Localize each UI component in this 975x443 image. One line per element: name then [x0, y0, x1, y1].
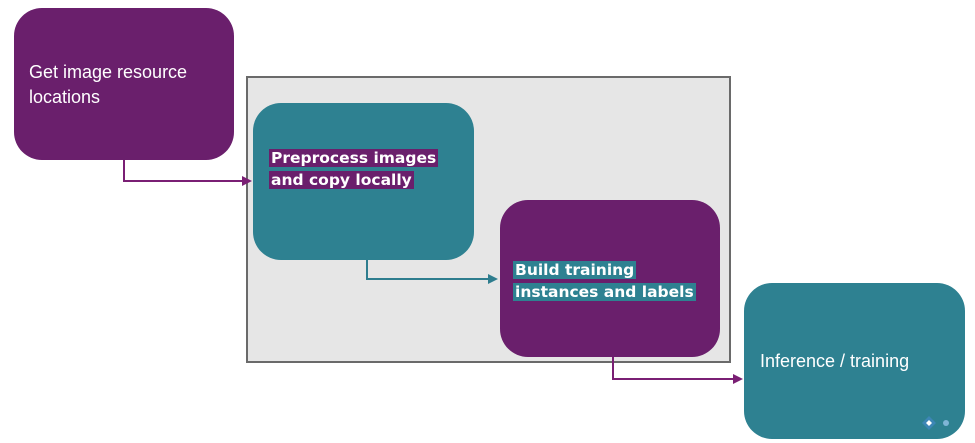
- arrow-locations-to-preprocess: [123, 160, 252, 186]
- corner-logo-icon: [922, 416, 949, 430]
- node-inference-training-label: Inference / training: [760, 351, 910, 371]
- node-preprocess-images-label: Preprocess images and copy locally: [269, 149, 439, 189]
- node-inference-training: Inference / training: [744, 283, 965, 439]
- node-build-training-instances: Build training instances and labels: [500, 200, 720, 357]
- node-get-image-resource-locations: Get image resource locations: [14, 8, 234, 160]
- node-get-image-resource-locations-label: Get image resource locations: [29, 62, 188, 107]
- node-build-training-instances-label: Build training instances and labels: [513, 261, 696, 301]
- node-preprocess-images: Preprocess images and copy locally: [253, 103, 474, 260]
